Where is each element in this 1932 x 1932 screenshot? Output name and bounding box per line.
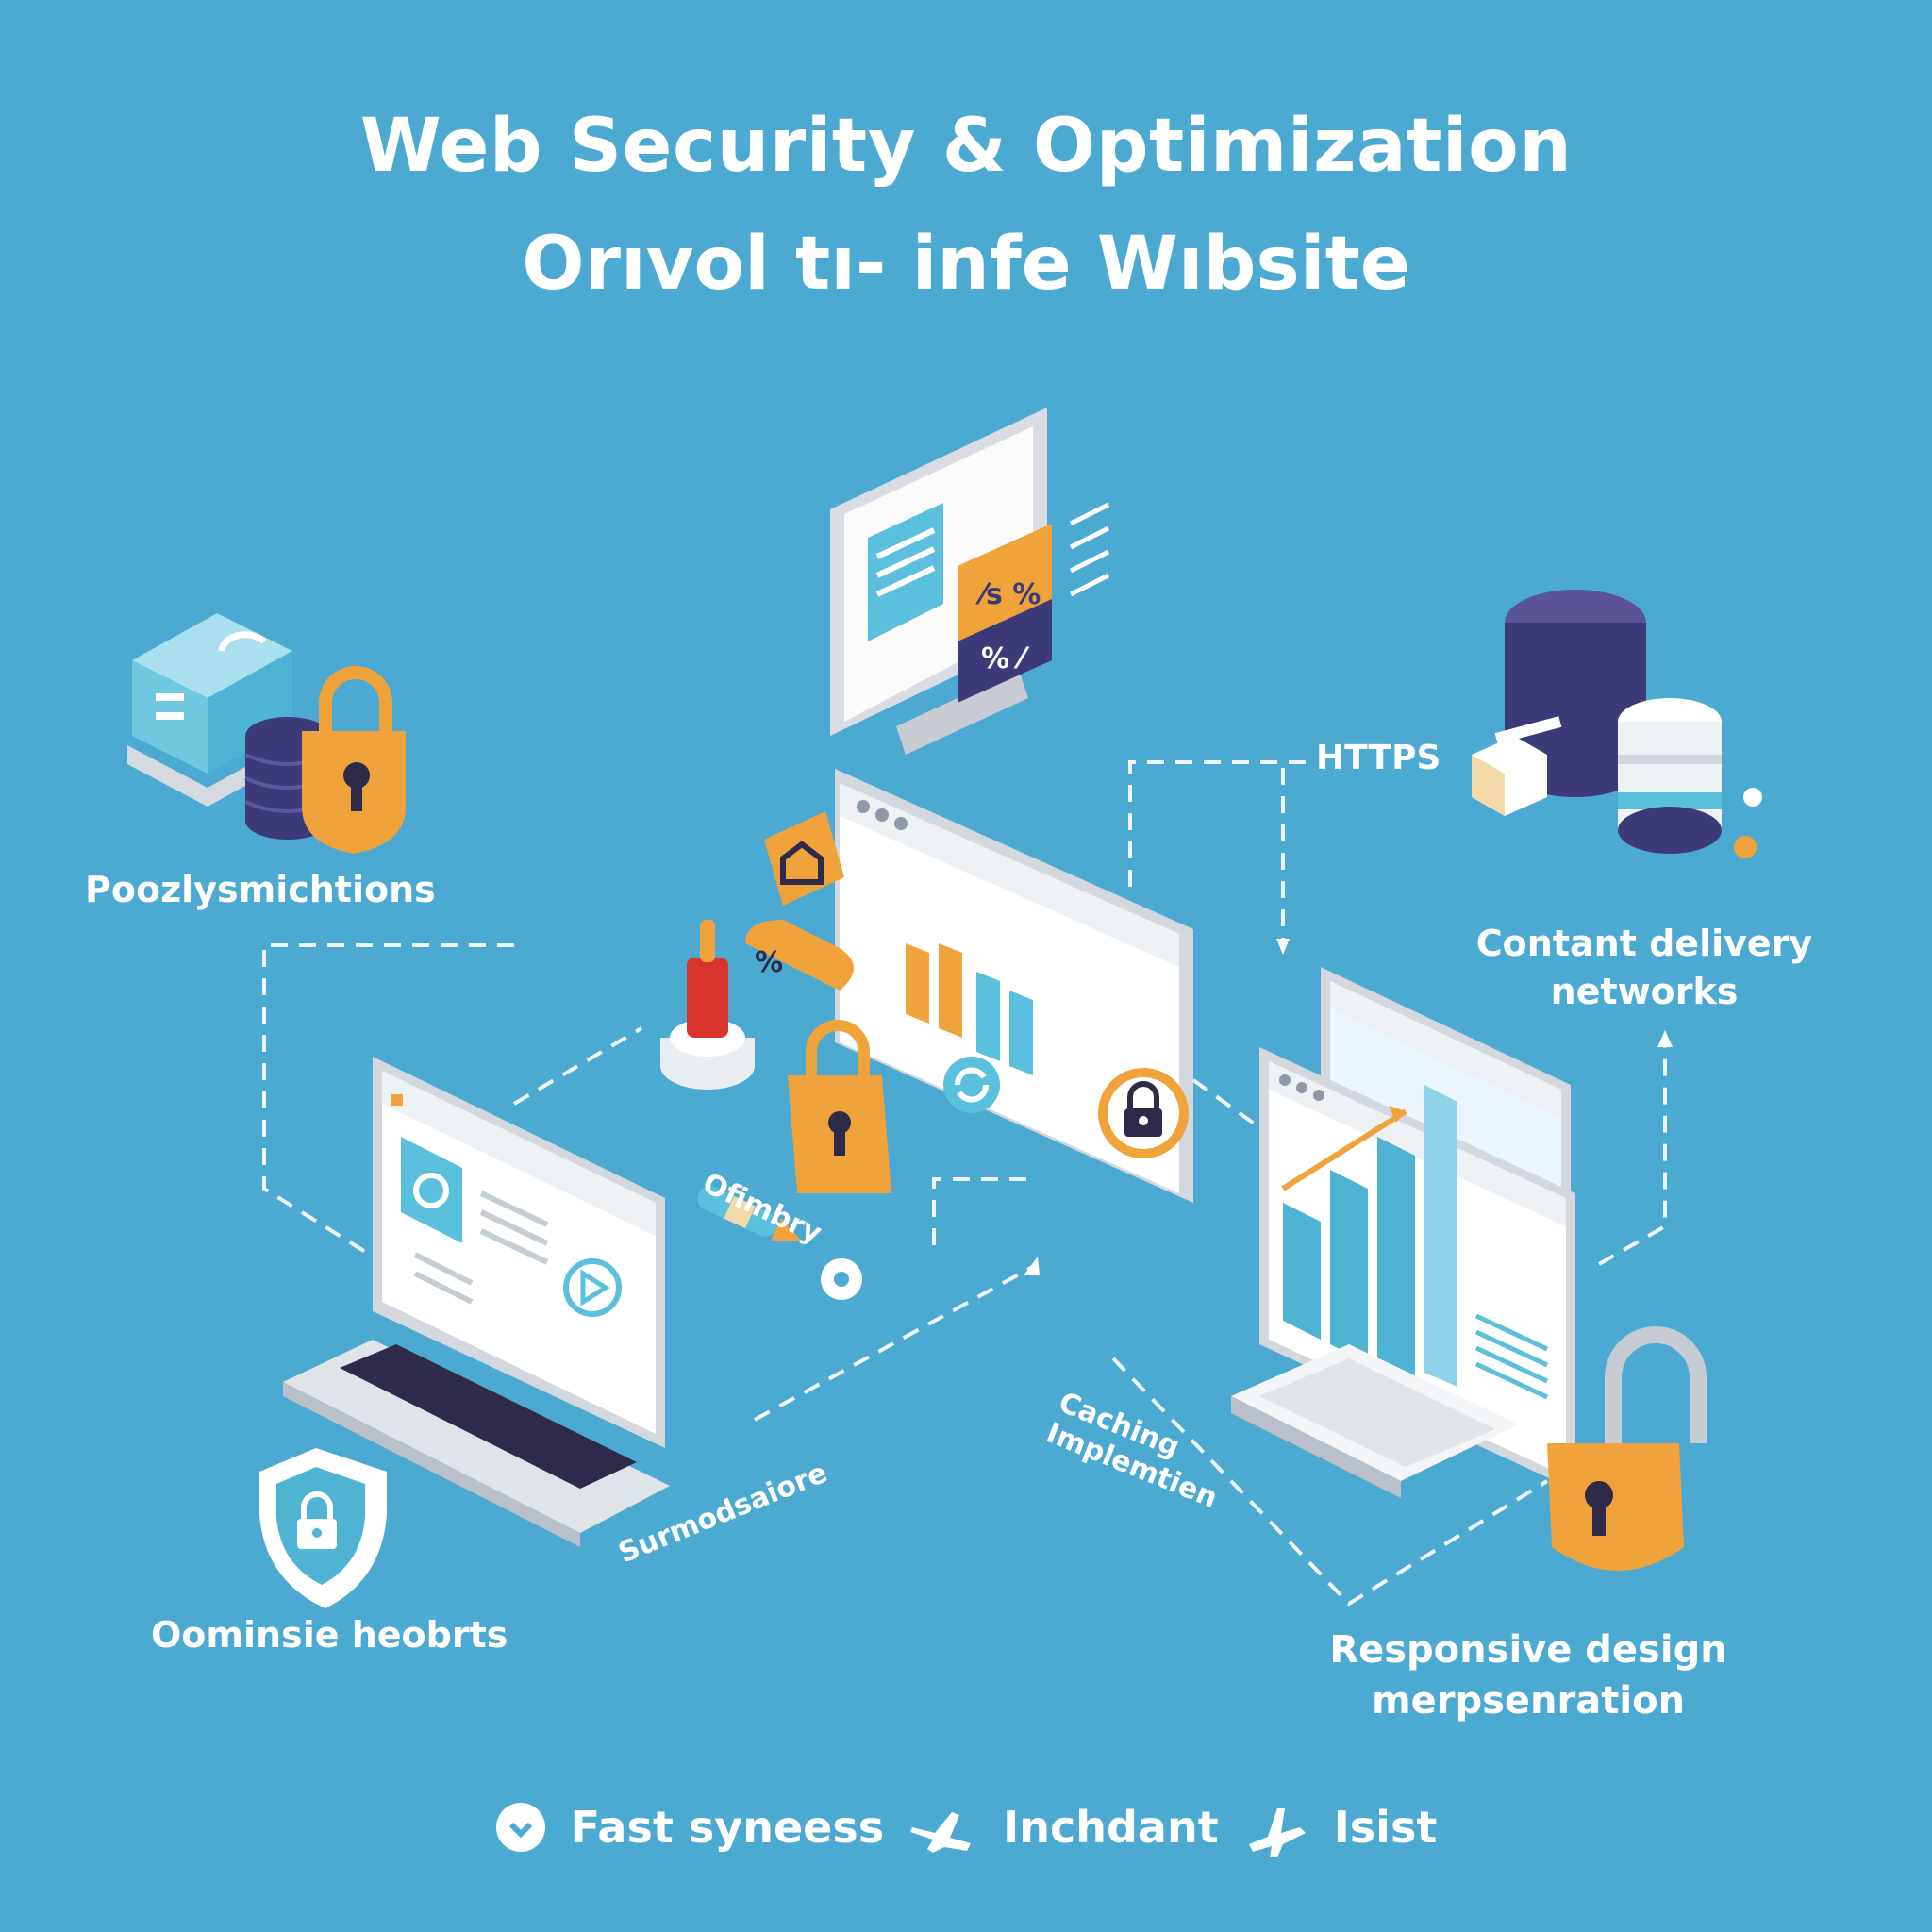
connector-bottom-right <box>1111 1357 1549 1607</box>
connector-left-center <box>512 1026 643 1106</box>
top-right-label-line1: Contant delivery <box>1475 923 1813 964</box>
database-icon <box>1505 590 1646 797</box>
connector-https-left <box>1128 760 1306 896</box>
connector-right-up <box>1598 1038 1667 1266</box>
refresh-icon <box>943 1057 1000 1113</box>
lock-percent-top: ⁄s % <box>975 578 1041 611</box>
arrow-head-down-icon <box>1276 939 1290 955</box>
left-laptop <box>283 1057 670 1547</box>
airplane-icon <box>908 1799 978 1856</box>
lock-percent-bottom: % ⁄ <box>981 642 1030 675</box>
chevron-down-circle-icon <box>495 1802 546 1853</box>
settings-gear-icon <box>401 1137 462 1243</box>
page-title: Web Security & Optimization <box>359 104 1573 189</box>
connector-center-step <box>932 1177 1038 1245</box>
top-monitor: ⁄s % % ⁄ <box>830 408 1110 755</box>
padlock-icon <box>1098 1068 1189 1158</box>
switch-icon <box>660 920 755 1090</box>
svg-text:%: % <box>755 946 783 979</box>
footer-label-3: Isist <box>1333 1802 1438 1853</box>
shield-lock-icon <box>259 1448 387 1608</box>
top-right-database-group <box>1472 590 1762 858</box>
top-right-label-line2: networks <box>1550 971 1739 1013</box>
page-subtitle: Orıvol tı- infe Wıbsite <box>522 222 1410 307</box>
connector-bottom-center <box>754 1262 1039 1422</box>
connector-mid-right <box>1191 1078 1261 1129</box>
dashed-connectors <box>262 760 1667 1607</box>
connector-left <box>262 943 514 1261</box>
top-left-label: Poozlysmichtions <box>85 869 436 910</box>
play-icon <box>563 1258 622 1317</box>
keyboard-keys <box>340 1344 637 1489</box>
central-security-tools: % <box>660 811 891 1300</box>
bar-chart-icon <box>906 943 1033 1075</box>
right-browser-stack <box>1231 967 1707 1571</box>
percent-tag-icon <box>745 920 854 991</box>
bottom-right-label: Responsive design merpsenration <box>1302 1624 1755 1726</box>
central-browser-window <box>835 769 1193 1203</box>
https-label: HTTPS <box>1316 739 1441 777</box>
arrow-head-up-icon <box>1657 1030 1673 1047</box>
pencil-icon <box>697 1186 802 1241</box>
bottom-left-label: Oominsie heobrts <box>151 1614 508 1656</box>
keyboard-keys <box>1259 1358 1495 1467</box>
bottom-right-label-line1: Responsive design <box>1329 1628 1727 1672</box>
padlock-icon <box>788 1020 891 1193</box>
home-tag-icon <box>764 811 844 906</box>
padlock-icon <box>1547 1326 1707 1571</box>
bottom-right-label-line2: merpsenration <box>1371 1679 1686 1723</box>
connector-https-down <box>1281 760 1306 943</box>
top-right-label: Contant delivery networks <box>1460 920 1828 1017</box>
arrow-head-icon <box>1024 1257 1040 1275</box>
footer-legend: Fast syneess Inchdant Isist <box>0 1797 1932 1857</box>
padlock-icon <box>302 666 406 854</box>
airplane-icon <box>1243 1797 1309 1857</box>
top-left-security-group <box>127 613 406 854</box>
footer-label-1: Fast syneess <box>570 1802 885 1853</box>
storage-stack-icon <box>1618 698 1722 854</box>
footer-label-2: Inchdant <box>1003 1802 1219 1853</box>
growth-chart-icon <box>1281 1085 1457 1387</box>
